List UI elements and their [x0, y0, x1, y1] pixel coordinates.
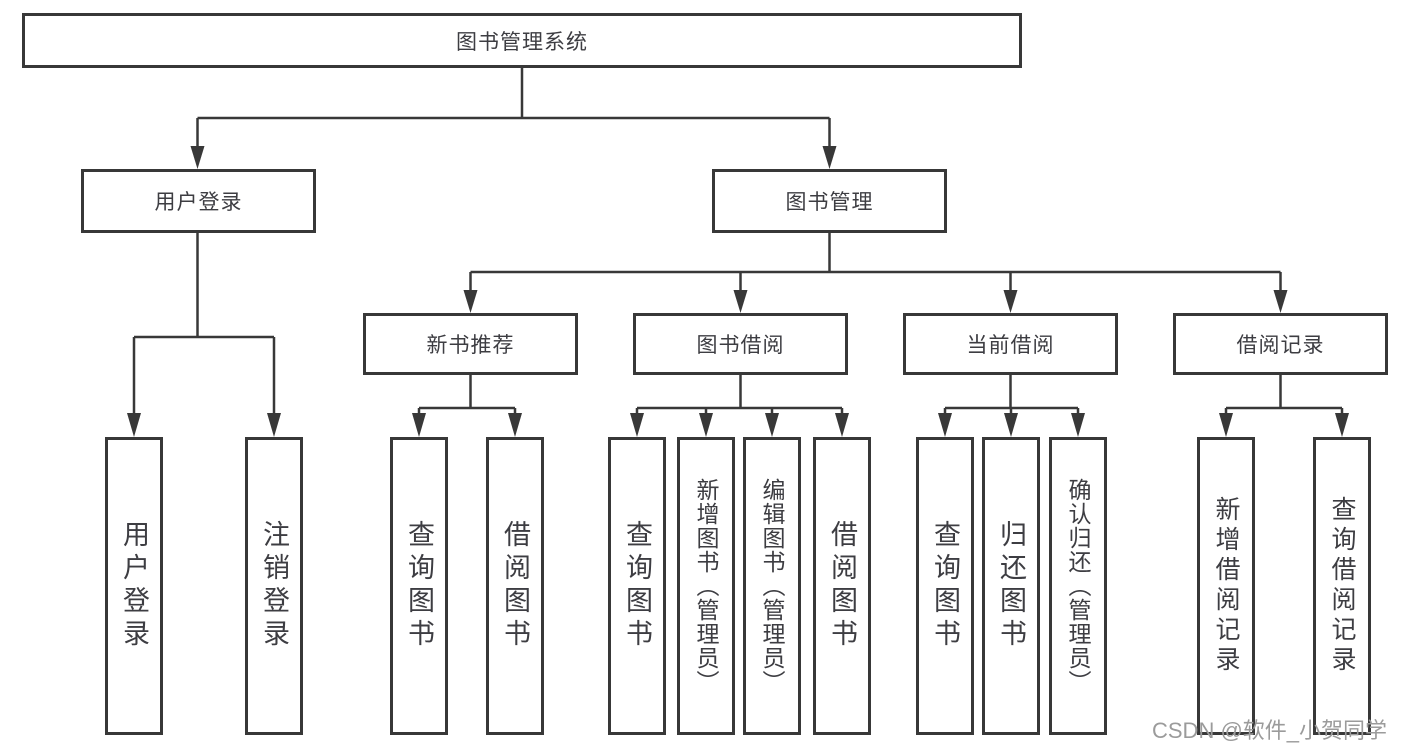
node-user-login: 用户登录	[81, 169, 316, 233]
csdn-watermark: CSDN @软件_小贺同学	[1152, 718, 1388, 743]
leaf-confirm-return-admin: 确认归还（管理员）	[1049, 437, 1107, 735]
node-new-book-recommend: 新书推荐	[363, 313, 578, 375]
node-book-borrow: 图书借阅	[633, 313, 848, 375]
leaf-logout: 注销登录	[245, 437, 303, 735]
connector-borrow-records-split	[1224, 375, 1344, 419]
connector-user-login-split	[132, 233, 276, 417]
connector-current-borrow-split	[943, 375, 1080, 419]
leaf-add-borrow-record: 新增借阅记录	[1197, 437, 1255, 735]
leaf-query-borrow-record: 查询借阅记录	[1313, 437, 1371, 735]
leaf-borrow-books-recommend: 借阅图书	[486, 437, 544, 735]
leaf-borrow-books: 借阅图书	[813, 437, 871, 735]
leaf-query-books-borrow: 查询图书	[608, 437, 666, 735]
connector-root-split	[196, 68, 831, 152]
leaf-query-books-recommend: 查询图书	[390, 437, 448, 735]
connector-book-borrow-split	[635, 375, 844, 419]
leaf-return-books: 归还图书	[982, 437, 1040, 735]
leaf-edit-books-admin: 编辑图书（管理员）	[743, 437, 801, 735]
connector-book-mgmt-split	[469, 233, 1282, 294]
leaf-query-books-current: 查询图书	[916, 437, 974, 735]
leaf-add-books-admin: 新增图书（管理员）	[677, 437, 735, 735]
node-current-borrow: 当前借阅	[903, 313, 1118, 375]
node-borrow-records: 借阅记录	[1173, 313, 1388, 375]
leaf-user-login: 用户登录	[105, 437, 163, 735]
node-book-management: 图书管理	[712, 169, 947, 233]
connector-new-book-split	[417, 375, 517, 419]
node-root-system: 图书管理系统	[22, 13, 1022, 68]
